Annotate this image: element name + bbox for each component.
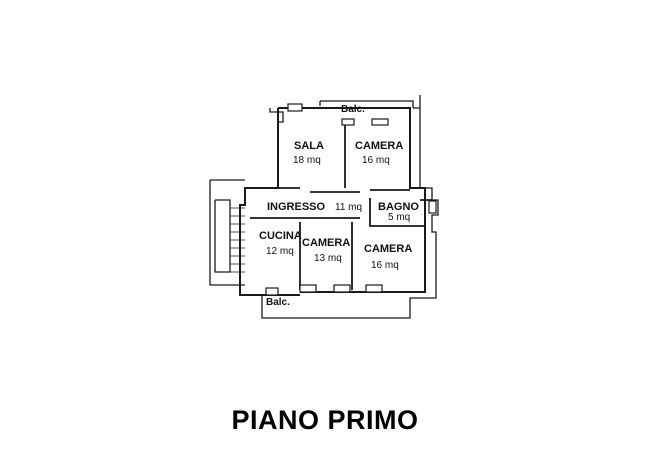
room-name-camera-13: CAMERA <box>302 237 350 249</box>
bottom-balcony-rail <box>261 295 411 319</box>
floor-title: PIANO PRIMO <box>231 405 419 435</box>
room-name-cucina: CUCINA <box>259 230 302 242</box>
room-name-ingresso: INGRESSO <box>267 201 326 213</box>
room-area-bagno: 5 mq <box>388 212 410 223</box>
window-cucina <box>265 287 279 296</box>
balcony-label-bottom: Balc. <box>266 297 290 308</box>
room-area-sala: 18 mq <box>293 155 321 166</box>
partition-bagno <box>369 198 432 227</box>
window-camera-top <box>371 118 389 126</box>
partition-lower-rooms <box>250 217 360 290</box>
room-area-camera-top: 16 mq <box>362 155 390 166</box>
window-camera-16-a <box>333 284 351 293</box>
window-camera-16-b <box>365 284 383 293</box>
room-area-cucina: 12 mq <box>266 246 294 257</box>
window-top-center <box>341 118 355 126</box>
room-name-sala: SALA <box>294 140 324 152</box>
room-name-camera-top: CAMERA <box>355 140 403 152</box>
room-name-bagno: BAGNO <box>378 201 419 213</box>
room-area-ingresso: 11 mq <box>335 202 362 213</box>
partition-upper-rooms <box>278 187 410 193</box>
top-left-protrusion <box>269 108 284 123</box>
room-area-camera-13: 13 mq <box>314 253 342 264</box>
balcony-label-top: Balc. <box>341 104 365 115</box>
room-name-camera-16: CAMERA <box>364 243 412 255</box>
right-outer-wall <box>409 95 439 312</box>
window-camera-13 <box>299 284 317 293</box>
top-balcony-rail <box>319 100 420 109</box>
window-bagno <box>428 200 437 214</box>
stair-treads <box>230 207 245 273</box>
window-sala <box>287 103 303 112</box>
room-area-camera-16: 16 mq <box>371 260 399 271</box>
